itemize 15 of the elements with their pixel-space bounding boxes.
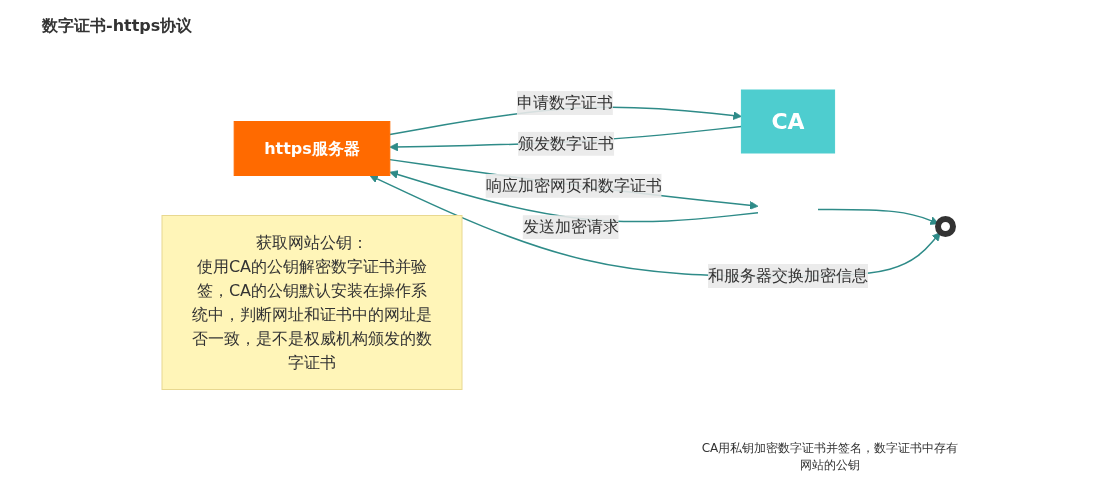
diagram-title: 数字证书-https协议 (42, 16, 193, 37)
arrow (368, 175, 941, 277)
edge-label: 颁发数字证书 (517, 134, 614, 154)
edge-label: 响应加密网页和数字证书 (485, 176, 662, 196)
node-box: 获取网站公钥： 使用CA的公钥解密数字证书并验签，CA的公钥默认安装在操作系统中，判断网址和证书中的网址是否一致，是不是权威机构颁发的数字证书 (161, 215, 462, 391)
node-box: CA (740, 89, 835, 154)
arrow (388, 170, 759, 223)
note-text: CA用私钥加密数字证书并签名，数字证书中存有网站的公钥 (700, 440, 960, 474)
arrow (816, 209, 939, 226)
edge-label: 和服务器交换加密信息 (707, 266, 868, 286)
edge-label: 发送加密请求 (522, 217, 619, 237)
node-box: https服务器 (233, 121, 390, 177)
arrow (388, 159, 758, 210)
edge-label: 申请数字证书 (516, 93, 613, 113)
node-key (934, 216, 956, 238)
